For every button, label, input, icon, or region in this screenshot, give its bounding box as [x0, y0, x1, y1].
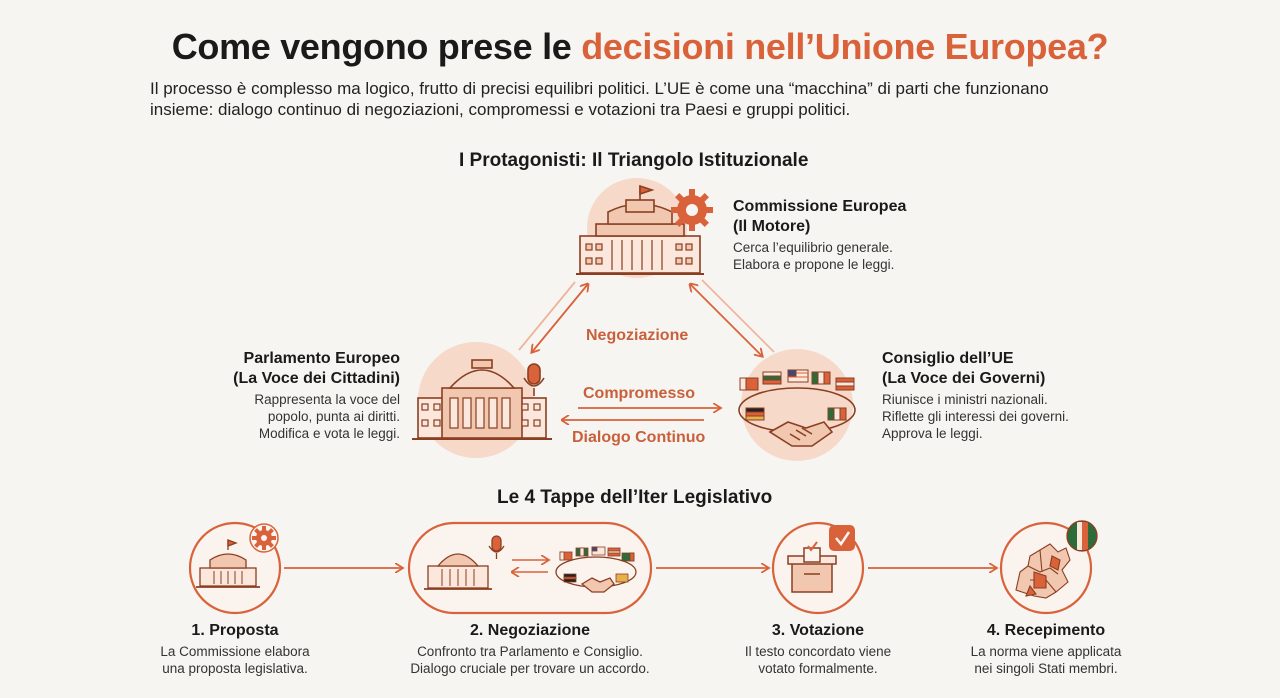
council-name: Consiglio dell’UE: [882, 350, 1014, 367]
step-2-desc-1: Confronto tra Parlamento e Consiglio.: [417, 644, 643, 659]
step-1-title: 1. Proposta: [191, 622, 279, 639]
negotiation-label: Negoziazione: [586, 327, 689, 344]
step-3-desc-1: Il testo concordato viene: [744, 644, 892, 659]
parliament-building-icon: [424, 553, 492, 590]
ballot-box-icon: [787, 547, 837, 593]
parliament-building-icon: [412, 359, 552, 440]
commission-desc-1: Cerca l’equilibrio generale.: [733, 240, 893, 255]
step-2-title: 2. Negoziazione: [469, 622, 591, 639]
europe-map-icon: [1015, 543, 1071, 599]
checkmark-icon: [829, 525, 855, 551]
commission-name: Commissione Europea: [733, 198, 907, 215]
step-3-desc-2: votato formalmente.: [758, 661, 878, 676]
flags-icon: [739, 369, 855, 421]
handshake-icon: [580, 577, 615, 593]
step-4-title: 4. Recepimento: [986, 622, 1106, 639]
commission-text: Commissione Europea (Il Motore) Cerca l’…: [733, 197, 993, 273]
step-2-text: 2. Negoziazione Confronto tra Parlamento…: [380, 622, 680, 677]
compromise-label: Compromesso: [583, 385, 696, 402]
flags-icon: [1066, 520, 1098, 552]
step-3-text: 3. Votazione Il testo concordato viene v…: [713, 622, 923, 677]
parliament-desc-1: Rappresenta la voce del: [254, 392, 400, 407]
parliament-icon-group: [412, 342, 552, 458]
council-desc-2: Riflette gli interessi dei governi.: [882, 409, 1069, 424]
parliament-desc-3: Modifica e vota le leggi.: [258, 426, 400, 441]
steps-heading: Le 4 Tappe dell’Iter Legislativo: [497, 487, 773, 508]
council-text: Consiglio dell’UE (La Voce dei Governi) …: [882, 349, 1142, 442]
flags-icon: [559, 546, 635, 583]
commission-icon-group: [576, 178, 713, 278]
triangle-heading: I Protagonisti: Il Triangolo Istituziona…: [459, 150, 809, 171]
council-desc-3: Approva le leggi.: [882, 426, 983, 441]
parliament-text: Parlamento Europeo (La Voce dei Cittadin…: [120, 349, 400, 442]
commission-building-icon: [576, 184, 704, 275]
microphone-icon: [488, 535, 505, 559]
parliament-desc-2: popolo, punta ai diritti.: [267, 409, 400, 424]
triangle-arrows: [518, 279, 775, 420]
commission-role: (Il Motore): [733, 218, 811, 235]
microphone-icon: [523, 363, 545, 396]
parliament-name: Parlamento Europeo: [243, 350, 400, 367]
intro-text: Il processo è complesso ma logico, frutt…: [150, 78, 1150, 120]
step-4-desc-1: La norma viene applicata: [970, 644, 1122, 659]
parliament-role: (La Voce dei Cittadini): [233, 370, 400, 387]
title-accent: decisioni nell’Unione Europea?: [581, 26, 1109, 67]
step-3-title: 3. Votazione: [771, 622, 865, 639]
commission-building-icon: [196, 539, 260, 588]
arrow-icon: [512, 560, 548, 572]
council-desc-1: Riunisce i ministri nazionali.: [882, 392, 1048, 407]
gear-icon: [249, 523, 279, 553]
step-4-text: 4. Recepimento La norma viene applicata …: [941, 622, 1151, 677]
step-4-desc-2: nei singoli Stati membri.: [974, 661, 1118, 676]
gear-icon: [671, 189, 713, 231]
step-1-text: 1. Proposta La Commissione elabora una p…: [130, 622, 340, 677]
step-1-desc-2: una proposta legislativa.: [162, 661, 308, 676]
handshake-icon: [768, 421, 834, 447]
council-role: (La Voce dei Governi): [882, 370, 1046, 387]
intro-line-2: insieme: dialogo continuo di negoziazion…: [150, 100, 851, 119]
step-2-desc-2: Dialogo cruciale per trovare un accordo.: [410, 661, 650, 676]
intro-line-1: Il processo è complesso ma logico, frutt…: [150, 79, 1049, 98]
checkmark-icon: [807, 541, 818, 552]
commission-desc-2: Elabora e propone le leggi.: [733, 257, 895, 272]
dialogue-label: Dialogo Continuo: [572, 429, 706, 446]
step-1-desc-1: La Commissione elabora: [160, 644, 310, 659]
council-icon-group: [738, 349, 856, 461]
steps-graphics: [188, 520, 1098, 615]
title-prefix: Come vengono prese le: [171, 26, 582, 67]
page-title: Come vengono prese le decisioni nell’Uni…: [0, 26, 1280, 68]
